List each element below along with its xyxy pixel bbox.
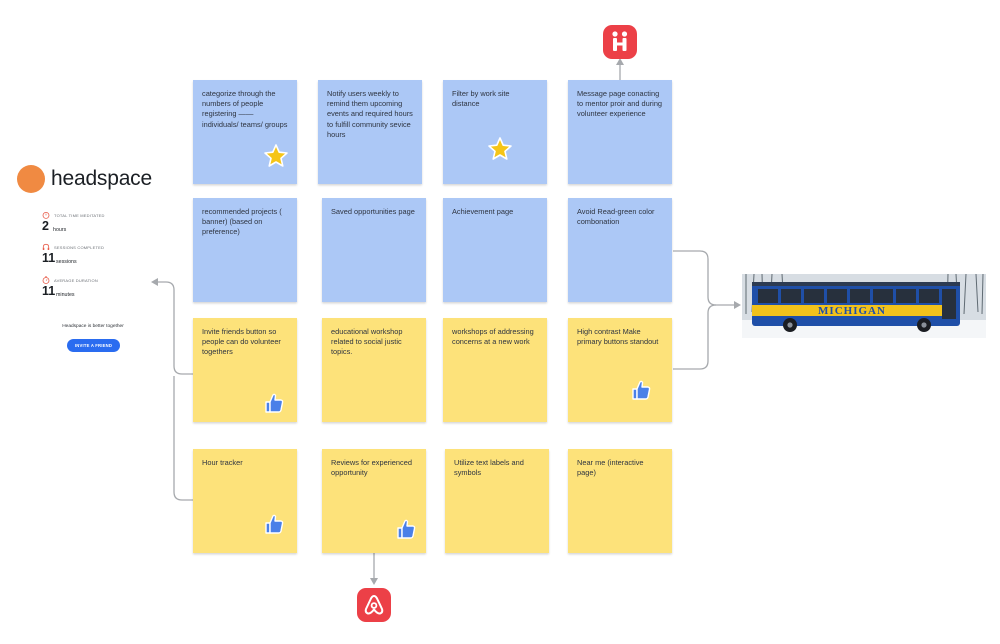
sticky-note-achievement-page[interactable]: Achievement page xyxy=(443,198,547,302)
star-icon xyxy=(264,144,288,167)
sticky-note-filter-distance[interactable]: Filter by work site distance xyxy=(443,80,547,184)
sticky-note-educational-workshop[interactable]: educational workshop related to social j… xyxy=(322,318,426,422)
sticky-note-recommended-projects[interactable]: recommended projects ( banner) (based on… xyxy=(193,198,297,302)
sticky-note-near-me[interactable]: Near me (interactive page) xyxy=(568,449,672,553)
sticky-note-message-page[interactable]: Message page conacting to mentor proir a… xyxy=(568,80,672,184)
headphones-icon xyxy=(42,243,50,250)
note-text: Filter by work site distance xyxy=(452,89,510,109)
note-text: Invite friends button so people can do v… xyxy=(202,327,281,357)
sticky-note-avoid-red-green[interactable]: Avoid Read-green color combonation xyxy=(568,198,672,302)
note-text: Near me (interactive page) xyxy=(577,458,644,478)
stat-label-sessions: SESSIONS COMPLETED xyxy=(54,245,105,250)
note-text: recommended projects ( banner) (based on… xyxy=(202,207,282,237)
stat-unit-time: hours xyxy=(53,227,67,233)
note-text: Hour tracker xyxy=(202,458,243,467)
note-text: categorize through the numbers of people… xyxy=(202,89,288,129)
airbnb-app-icon[interactable] xyxy=(357,588,391,622)
headspace-logo-text: headspace xyxy=(51,167,152,190)
sticky-note-categorize[interactable]: categorize through the numbers of people… xyxy=(193,80,297,184)
sticky-note-hour-tracker[interactable]: Hour tracker xyxy=(193,449,297,553)
note-text: Notify users weekly to remind them upcom… xyxy=(327,89,413,139)
note-text: High contrast Make primary buttons stand… xyxy=(577,327,659,347)
connector-hourtracker-to-headspace xyxy=(173,376,193,501)
stat-unit-sessions: sessions xyxy=(56,259,77,265)
stat-value-sessions: 11 xyxy=(42,251,56,265)
sticky-note-saved-opportunities[interactable]: Saved opportunities page xyxy=(322,198,426,302)
note-text: Message page conacting to mentor proir a… xyxy=(577,89,663,119)
thumbs-up-icon xyxy=(265,393,284,413)
connector-notes-to-headspace xyxy=(156,281,193,375)
michigan-bus-photo: MICHIGAN xyxy=(742,274,986,338)
note-text: workshops of addressing concerns at a ne… xyxy=(452,327,534,347)
sticky-note-workshops-concerns[interactable]: workshops of addressing concerns at a ne… xyxy=(443,318,547,422)
stopwatch-icon xyxy=(42,276,50,284)
stat-unit-duration: minutes xyxy=(56,292,75,298)
stat-value-duration: 11 xyxy=(42,284,56,298)
thumbs-up-icon xyxy=(632,380,651,400)
note-text: Saved opportunities page xyxy=(331,207,415,216)
connector-contrast-to-bus xyxy=(673,304,717,370)
thumbs-up-icon xyxy=(397,519,416,539)
star-icon xyxy=(488,137,512,160)
handshake-app-icon[interactable] xyxy=(603,25,637,59)
airbnb-glyph-icon xyxy=(364,595,384,615)
invite-friend-button[interactable]: INVITE A FRIEND xyxy=(67,339,120,352)
stat-label-duration: AVERAGE DURATION xyxy=(54,278,98,283)
headspace-tagline: Headspace is better together xyxy=(62,324,124,329)
stat-label-time: TOTAL TIME MEDITATED xyxy=(54,213,105,218)
bus-illustration: MICHIGAN xyxy=(742,274,986,338)
sticky-note-notify-users[interactable]: Notify users weekly to remind them upcom… xyxy=(318,80,422,184)
arrowhead-up-handshake xyxy=(616,58,624,65)
note-text: educational workshop related to social j… xyxy=(331,327,403,357)
note-text: Utilize text labels and symbols xyxy=(454,458,524,478)
bus-sign-text: MICHIGAN xyxy=(818,305,886,317)
arrowhead-left-headspace xyxy=(151,278,158,286)
note-text: Reviews for experienced opportunity xyxy=(331,458,412,478)
timer-icon xyxy=(42,212,50,219)
arrowhead-right-bus xyxy=(734,301,741,309)
note-text: Achievement page xyxy=(452,207,514,216)
sticky-note-text-labels[interactable]: Utilize text labels and symbols xyxy=(445,449,549,553)
headspace-logo-dot xyxy=(17,165,45,193)
sticky-note-high-contrast[interactable]: High contrast Make primary buttons stand… xyxy=(568,318,672,422)
stat-value-time: 2 xyxy=(42,219,49,233)
connector-color-to-bus xyxy=(673,250,736,306)
thumbs-up-icon xyxy=(265,514,284,534)
note-text: Avoid Read-green color combonation xyxy=(577,207,655,227)
handshake-glyph-icon xyxy=(612,31,628,51)
arrowhead-down-airbnb xyxy=(370,578,378,585)
